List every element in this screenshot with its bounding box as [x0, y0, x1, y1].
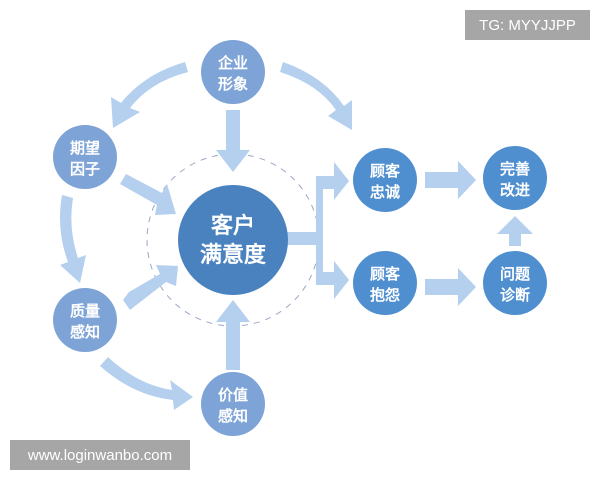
- node-label-line2: 因子: [70, 160, 100, 178]
- node-label-line2: 改进: [500, 181, 530, 199]
- node-circle: [353, 251, 417, 315]
- node-label-line1: 价值: [218, 386, 248, 404]
- arrow-quality-to-center: [123, 265, 178, 310]
- arrow-loyalty-to-improvement: [425, 161, 476, 199]
- arrow-value-to-center: [216, 300, 250, 370]
- center-circle: [178, 185, 288, 295]
- arrow-image-to-expectation: [111, 62, 188, 128]
- node-label-line1: 顾客: [370, 162, 401, 180]
- arrow-image-to-center: [216, 110, 250, 172]
- node-circle: [353, 148, 417, 212]
- node-perceived-value: 价值 感知: [201, 372, 265, 436]
- node-circle: [201, 372, 265, 436]
- node-customer-satisfaction: 客户 满意度: [178, 185, 288, 295]
- arrow-complaint-to-diagnosis: [425, 268, 476, 306]
- node-label-line2: 感知: [70, 323, 100, 341]
- node-expectation: 期望 因子: [53, 125, 117, 189]
- node-circle: [483, 146, 547, 210]
- arrow-quality-to-value: [100, 357, 193, 410]
- node-corporate-image: 企业 形象: [201, 40, 265, 104]
- node-label-line2: 感知: [218, 407, 248, 425]
- node-label-line1: 顾客: [370, 265, 401, 283]
- node-circle: [483, 251, 547, 315]
- node-circle: [53, 125, 117, 189]
- node-label-line1: 企业: [217, 54, 248, 72]
- node-label-line2: 抱怨: [370, 286, 400, 304]
- node-label-line1: 问题: [500, 265, 531, 283]
- node-problem-diagnosis: 问题 诊断: [483, 251, 547, 315]
- arrow-expectation-to-quality: [60, 195, 86, 283]
- node-label-line1: 质量: [70, 302, 100, 320]
- node-customer-loyalty: 顾客 忠诚: [353, 148, 417, 212]
- node-improvement: 完善 改进: [483, 146, 547, 210]
- node-circle: [53, 288, 117, 352]
- arrow-diagnosis-to-improvement: [497, 216, 533, 246]
- arrow-center-to-loyalty-complaint: [286, 162, 349, 299]
- watermark-top-right: TG: MYYJJPP: [465, 10, 590, 40]
- center-label-line1: 客户: [211, 213, 255, 239]
- node-label-line2: 形象: [218, 75, 248, 93]
- arrow-expectation-to-center: [120, 174, 176, 215]
- node-label-line2: 忠诚: [370, 183, 400, 201]
- node-circle: [201, 40, 265, 104]
- node-label-line2: 诊断: [500, 286, 530, 304]
- center-label-line2: 满意度: [200, 242, 267, 268]
- node-customer-complaint: 顾客 抱怨: [353, 251, 417, 315]
- arrow-image-to-loyalty: [280, 62, 352, 130]
- node-label-line1: 期望: [70, 139, 100, 157]
- node-perceived-quality: 质量 感知: [53, 288, 117, 352]
- watermark-bottom-left: www.loginwanbo.com: [10, 440, 190, 470]
- node-label-line1: 完善: [500, 160, 530, 178]
